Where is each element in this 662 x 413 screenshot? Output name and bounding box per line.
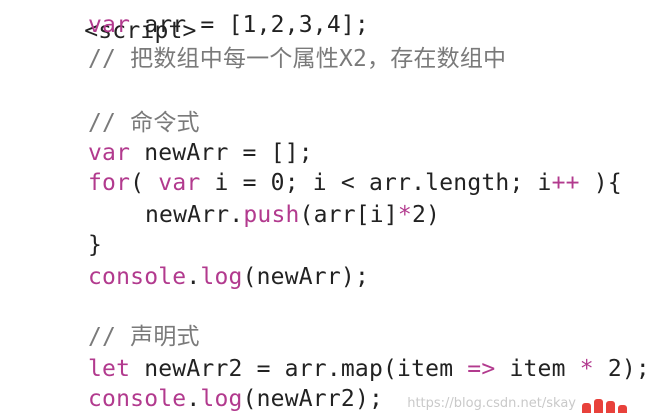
code-line: // 把数组中每一个属性X2，存在数组中	[88, 44, 506, 74]
code-token: log	[200, 386, 243, 412]
code-keyword: for	[88, 170, 131, 196]
code-token: arr = [1,2,3,4];	[130, 12, 369, 38]
code-token: i = 0; i < arr.length; i	[200, 170, 552, 196]
code-comment: // 声明式	[88, 324, 200, 350]
script-open-tag: <script>	[84, 18, 197, 44]
code-token: item	[495, 356, 580, 382]
code-token: =>	[467, 356, 496, 382]
code-token: log	[200, 264, 243, 290]
code-token: }	[88, 232, 103, 258]
code-token: newArr.	[145, 202, 244, 228]
code-token: [];	[270, 140, 313, 166]
code-token: console	[88, 264, 187, 290]
code-token: (newArr2);	[242, 386, 384, 412]
code-token: newArr =	[130, 140, 271, 166]
code-token: (	[130, 170, 159, 196]
code-token: 2)	[411, 202, 441, 228]
code-token: *	[397, 202, 412, 228]
code-line: for( var i = 0; i < arr.length; i++ ){	[88, 168, 622, 198]
brand-logo-icon	[582, 395, 628, 413]
code-token: newArr2 = arr.map(item	[130, 356, 468, 382]
code-keyword: var	[88, 12, 131, 38]
code-token: .	[186, 386, 201, 412]
code-line-script-tag: <script>	[28, 0, 197, 44]
code-line: var newArr = [];	[88, 138, 313, 168]
code-token: ++	[551, 170, 580, 196]
code-token: (arr[i]	[299, 202, 398, 228]
code-line: let newArr2 = arr.map(item => item * 2);	[88, 354, 650, 384]
code-token: .	[186, 264, 201, 290]
code-token: (newArr);	[242, 264, 369, 290]
code-line: newArr.push(arr[i]*2)	[145, 200, 440, 230]
code-token: 2);	[593, 356, 650, 382]
code-token: console	[88, 386, 187, 412]
code-keyword: var	[88, 140, 131, 166]
code-line: // 命令式	[88, 108, 200, 138]
code-token: ){	[579, 170, 622, 196]
code-keyword: let	[88, 356, 131, 382]
code-line: console.log(newArr);	[88, 262, 369, 292]
code-keyword: var	[158, 170, 201, 196]
code-line: // 声明式	[88, 322, 200, 352]
code-line: }	[88, 230, 102, 260]
code-line: var arr = [1,2,3,4];	[88, 10, 369, 40]
code-comment: // 把数组中每一个属性X2，存在数组中	[88, 46, 507, 72]
code-line: console.log(newArr2);	[88, 384, 383, 413]
watermark: https://blog.csdn.net/skay	[407, 396, 576, 411]
code-token: *	[579, 356, 594, 382]
code-comment: // 命令式	[88, 110, 200, 136]
code-token: push	[243, 202, 300, 228]
